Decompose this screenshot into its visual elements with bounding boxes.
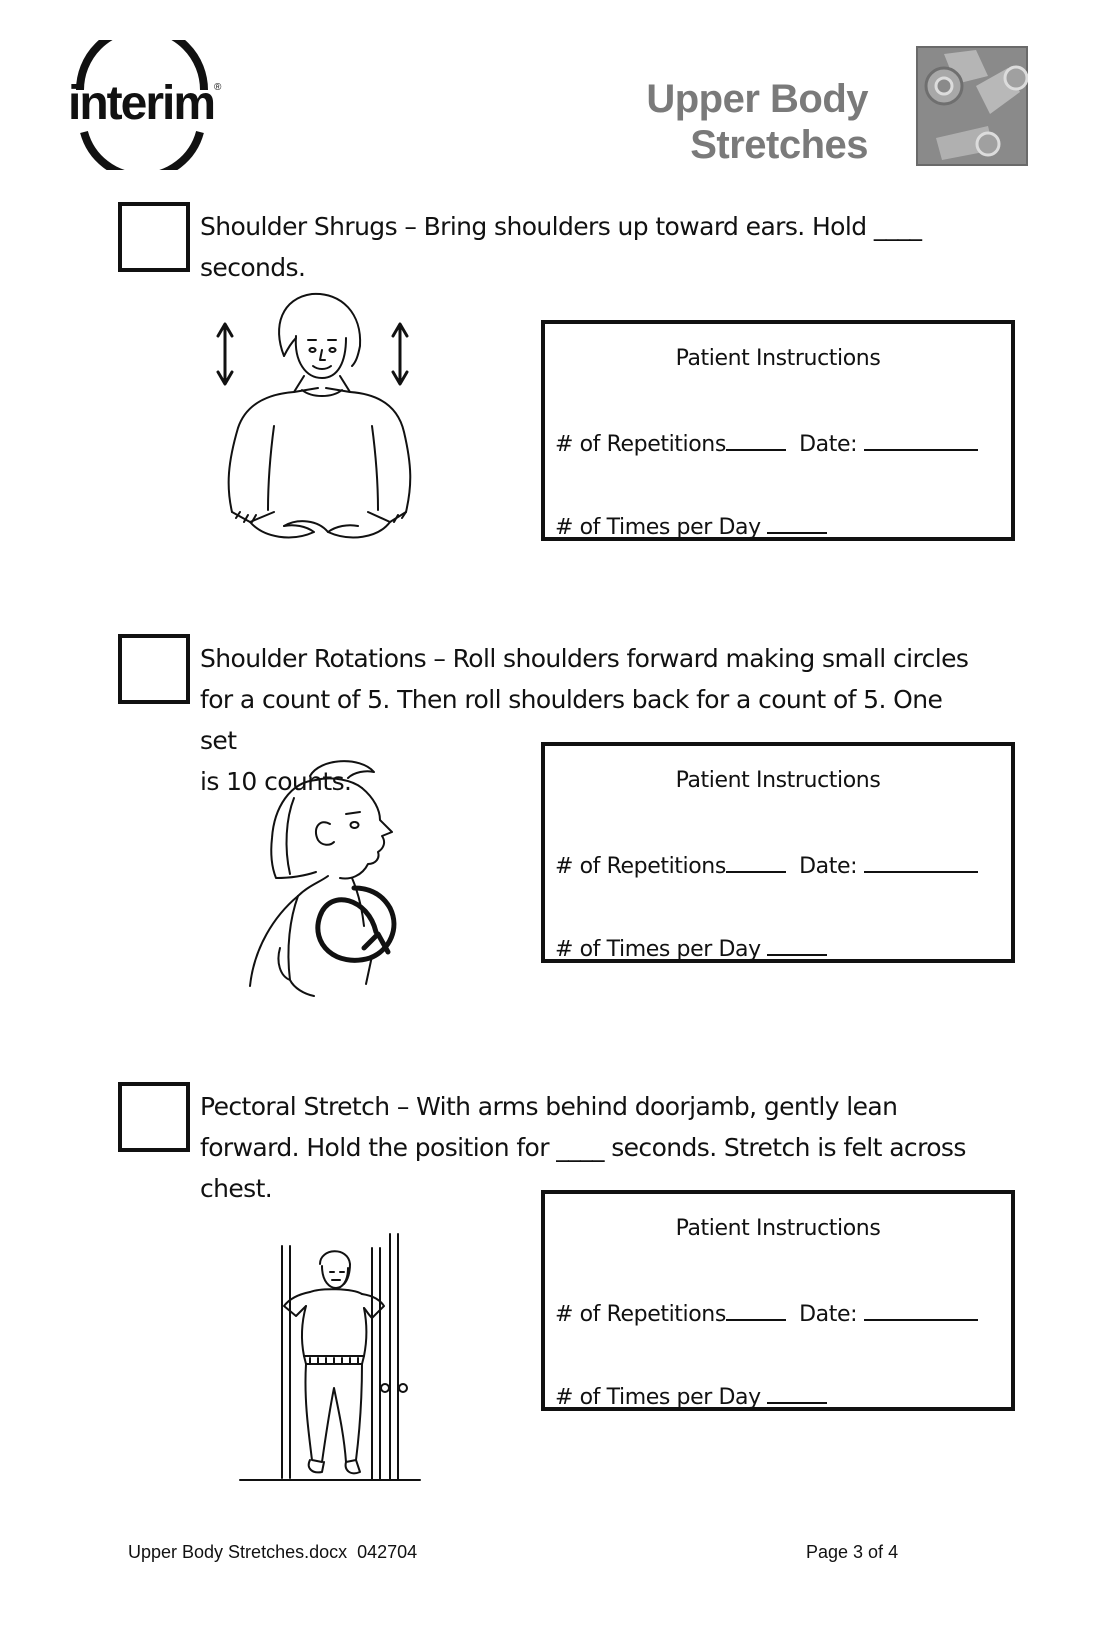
- exercise-3-line-3: chest.: [200, 1174, 273, 1203]
- repetitions-blank[interactable]: [725, 427, 786, 451]
- repetitions-row: # of Repetitions Date:: [555, 849, 978, 879]
- exercise-3-line-1: Pectoral Stretch – With arms behind door…: [200, 1092, 898, 1121]
- page-title: Upper Body Stretches: [646, 76, 868, 168]
- repetitions-blank[interactable]: [725, 1297, 786, 1321]
- instructions-heading: Patient Instructions: [675, 1216, 881, 1241]
- repetitions-row: # of Repetitions Date:: [555, 427, 978, 457]
- repetitions-blank[interactable]: [725, 849, 786, 873]
- times-per-day-label: # of Times per Day: [555, 515, 761, 540]
- date-label: Date:: [799, 432, 858, 457]
- footer-document-name: Upper Body Stretches.docx 042704: [128, 1542, 418, 1562]
- repetitions-label: # of Repetitions: [555, 854, 726, 879]
- repetitions-label: # of Repetitions: [555, 1302, 726, 1327]
- exercise-2-checkbox[interactable]: [118, 634, 190, 704]
- times-per-day-label: # of Times per Day: [555, 1385, 761, 1410]
- exercise-3-checkbox[interactable]: [118, 1082, 190, 1152]
- date-label: Date:: [799, 1302, 858, 1327]
- exercise-1-line-1: Shoulder Shrugs – Bring shoulders up tow…: [200, 212, 922, 241]
- exercise-1-patient-instructions: Patient Instructions # of Repetitions Da…: [541, 320, 1015, 541]
- date-blank[interactable]: [863, 427, 978, 451]
- times-per-day-label: # of Times per Day: [555, 937, 761, 962]
- instructions-heading: Patient Instructions: [675, 768, 881, 793]
- exercise-2-line-2: for a count of 5. Then roll shoulders ba…: [200, 685, 943, 755]
- times-per-day-blank[interactable]: [767, 932, 828, 956]
- repetitions-label: # of Repetitions: [555, 432, 726, 457]
- repetitions-row: # of Repetitions Date:: [555, 1297, 978, 1327]
- exercise-2-line-1: Shoulder Rotations – Roll shoulders forw…: [200, 644, 969, 673]
- exercise-3-line-2: forward. Hold the position for ____ seco…: [200, 1133, 966, 1162]
- times-per-day-row: # of Times per Day: [555, 1380, 828, 1410]
- exercise-1-checkbox[interactable]: [118, 202, 190, 272]
- exercise-2-patient-instructions: Patient Instructions # of Repetitions Da…: [541, 742, 1015, 963]
- footer-page-number: Page 3 of 4: [806, 1542, 899, 1562]
- shoulder-shrug-figure-icon: [216, 292, 412, 539]
- shoulder-rotation-figure-icon: [249, 760, 397, 997]
- date-label: Date:: [799, 854, 858, 879]
- title-line-1: Upper Body: [646, 77, 868, 121]
- date-blank[interactable]: [863, 1297, 978, 1321]
- pulley-graphic-icon: [916, 46, 1029, 166]
- exercise-1-description: Shoulder Shrugs – Bring shoulders up tow…: [200, 206, 980, 288]
- exercise-3-description: Pectoral Stretch – With arms behind door…: [200, 1086, 980, 1209]
- instructions-heading: Patient Instructions: [675, 346, 881, 371]
- date-blank[interactable]: [863, 849, 978, 873]
- exercise-2-description: Shoulder Rotations – Roll shoulders forw…: [200, 638, 980, 802]
- times-per-day-row: # of Times per Day: [555, 510, 828, 540]
- pectoral-stretch-figure-icon: [239, 1233, 421, 1481]
- title-line-2: Stretches: [690, 123, 868, 167]
- interim-logo: interim®: [62, 24, 222, 181]
- times-per-day-blank[interactable]: [767, 1380, 828, 1404]
- exercise-3-patient-instructions: Patient Instructions # of Repetitions Da…: [541, 1190, 1015, 1411]
- times-per-day-row: # of Times per Day: [555, 932, 828, 962]
- exercise-1-line-2: seconds.: [200, 253, 306, 282]
- times-per-day-blank[interactable]: [767, 510, 828, 534]
- logo-wordmark: interim®: [68, 77, 222, 130]
- exercise-2-line-3: is 10 counts.: [200, 767, 352, 796]
